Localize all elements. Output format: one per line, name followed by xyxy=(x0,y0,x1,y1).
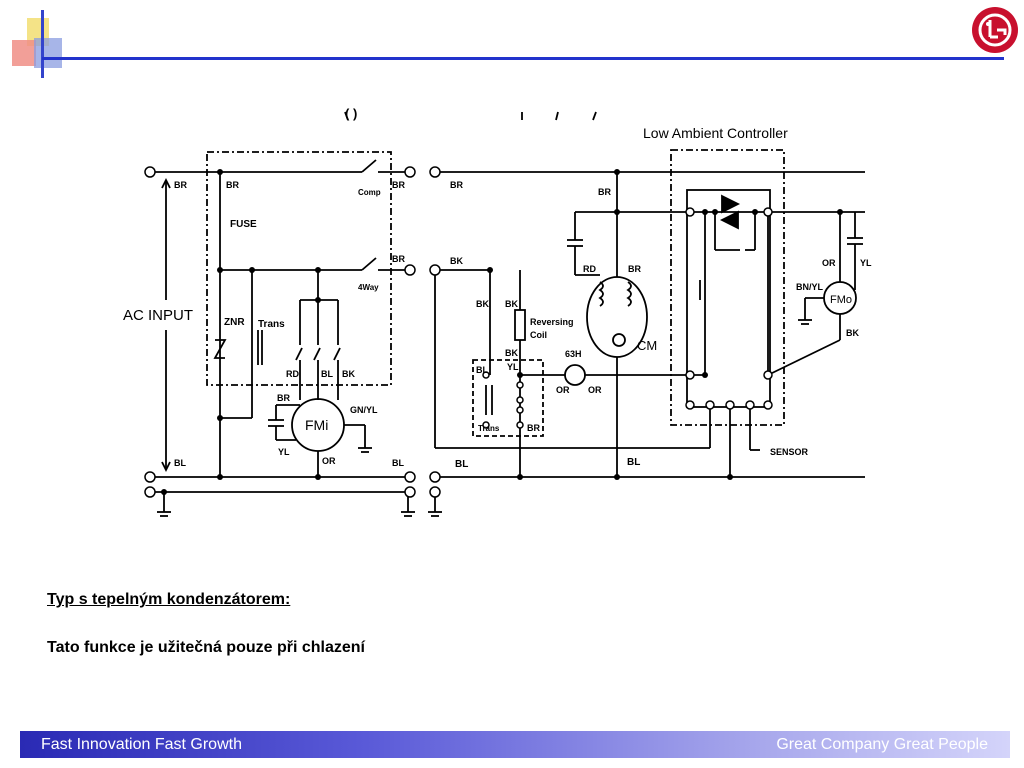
svg-text:BN/YL: BN/YL xyxy=(796,282,824,292)
svg-text:OR: OR xyxy=(556,385,570,395)
svg-text:BK: BK xyxy=(342,369,355,379)
svg-text:4Way: 4Way xyxy=(358,283,379,292)
svg-text:BL: BL xyxy=(321,369,333,379)
svg-text:YL: YL xyxy=(507,362,519,372)
svg-text:SENSOR: SENSOR xyxy=(770,447,809,457)
caption-body: Tato funkce je užitečná pouze při chlaze… xyxy=(47,639,365,656)
svg-text:BL: BL xyxy=(627,457,640,468)
controller-title: Low Ambient Controller xyxy=(643,125,788,141)
svg-text:BK: BK xyxy=(505,299,518,309)
svg-text:Comp: Comp xyxy=(358,188,381,197)
corner-decoration xyxy=(12,10,62,78)
svg-text:BR: BR xyxy=(628,264,641,274)
svg-text:BR: BR xyxy=(226,180,239,190)
svg-text:BL: BL xyxy=(476,365,488,375)
svg-text:OR: OR xyxy=(588,385,602,395)
svg-text:Trans: Trans xyxy=(478,424,500,433)
cm-label: CM xyxy=(637,338,657,353)
diagram-title: ( ) xyxy=(345,106,357,121)
footer-right-text: Great Company Great People xyxy=(776,736,988,753)
header-rule xyxy=(42,57,1004,60)
svg-text:GN/YL: GN/YL xyxy=(350,405,378,415)
svg-text:BR: BR xyxy=(527,423,540,433)
svg-text:RD: RD xyxy=(583,264,596,274)
svg-text:BK: BK xyxy=(505,348,518,358)
svg-text:BK: BK xyxy=(846,328,859,338)
svg-text:ZNR: ZNR xyxy=(224,317,245,328)
svg-text:63H: 63H xyxy=(565,349,582,359)
svg-text:BL: BL xyxy=(455,459,468,470)
svg-text:BR: BR xyxy=(174,180,187,190)
svg-text:BR: BR xyxy=(598,187,611,197)
svg-text:BR: BR xyxy=(392,254,405,264)
svg-text:FUSE: FUSE xyxy=(230,219,257,230)
svg-text:RD: RD xyxy=(286,369,299,379)
svg-text:BL: BL xyxy=(174,458,186,468)
caption-heading: Typ s tepelným kondenzátorem: xyxy=(47,591,291,608)
svg-text:BK: BK xyxy=(450,256,463,266)
svg-text:YL: YL xyxy=(860,258,872,268)
svg-text:Reversing: Reversing xyxy=(530,317,574,327)
svg-text:OR: OR xyxy=(322,456,336,466)
svg-text:BR: BR xyxy=(450,180,463,190)
footer-left-text: Fast Innovation Fast Growth xyxy=(41,736,242,753)
footer-bar: Fast Innovation Fast Growth Great Compan… xyxy=(20,731,1010,758)
svg-text:BR: BR xyxy=(392,180,405,190)
svg-text:Trans: Trans xyxy=(258,319,285,330)
fmi-label: FMi xyxy=(305,417,328,433)
svg-text:OR: OR xyxy=(822,258,836,268)
svg-text:BR: BR xyxy=(277,393,290,403)
svg-text:YL: YL xyxy=(278,447,290,457)
svg-text:BK: BK xyxy=(476,299,489,309)
lg-logo xyxy=(972,7,1018,53)
fmo-label: FMo xyxy=(830,294,852,306)
svg-text:BL: BL xyxy=(392,458,404,468)
ac-input-label: AC INPUT xyxy=(123,307,193,324)
svg-text:Coil: Coil xyxy=(530,330,547,340)
